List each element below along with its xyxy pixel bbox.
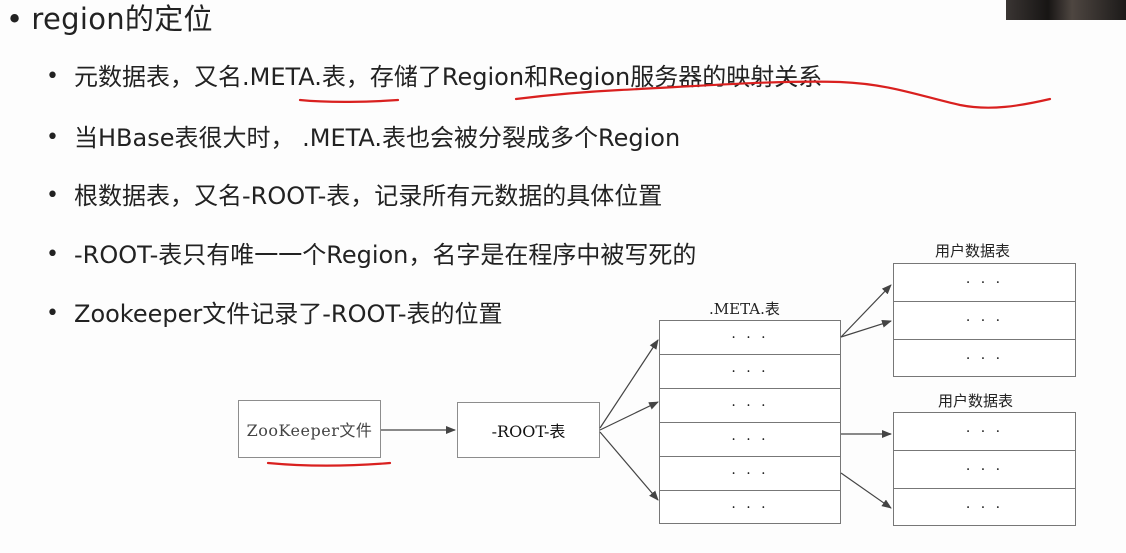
meta-region-cell: · · · <box>660 423 840 457</box>
slide-title: •region的定位 <box>6 0 213 38</box>
arrow-meta-to-user <box>840 284 892 338</box>
root-table-box: -ROOT-表 <box>457 402 600 458</box>
arrow-root-to-meta <box>599 339 659 429</box>
user-table-1: · · · · · · · · · <box>893 263 1076 377</box>
bullet-text: Zookeeper文件记录了-ROOT-表的位置 <box>74 300 503 328</box>
arrow-root-to-meta <box>599 431 659 501</box>
bullet-dot: • <box>46 125 59 150</box>
user-table-1-label: 用户数据表 <box>935 242 1011 260</box>
meta-region-cell: · · · <box>660 355 840 389</box>
meta-region-cell: · · · <box>660 321 840 355</box>
user-table-cell: · · · <box>894 302 1075 340</box>
meta-region-cell: · · · <box>660 457 840 491</box>
user-table-cell: · · · <box>894 264 1075 302</box>
meta-region-cell: · · · <box>731 500 769 516</box>
annotation-underline-mapping <box>514 80 1052 109</box>
user-table-2-label: 用户数据表 <box>938 392 1014 410</box>
arrow-meta-to-user <box>840 472 892 509</box>
bullet-text: -ROOT-表只有唯一一个Region，名字是在程序中被写死的 <box>74 241 697 269</box>
user-table-cell: · · · <box>965 351 1004 367</box>
title-bullet: • <box>6 2 24 36</box>
user-table-cell: · · · <box>894 413 1075 451</box>
arrow-meta-to-user <box>840 319 892 338</box>
user-table-cell: · · · <box>894 451 1075 489</box>
user-table-2: · · · · · · · · · <box>893 412 1076 526</box>
zookeeper-file-box: ZooKeeper文件 <box>238 400 381 458</box>
bullet-text: 当HBase表很大时， .META.表也会被分裂成多个Region <box>74 124 681 152</box>
webcam-thumbnail <box>1006 0 1126 20</box>
meta-region-cell: · · · <box>660 389 840 423</box>
bullet-text: 根数据表，又名-ROOT-表，记录所有元数据的具体位置 <box>74 182 663 210</box>
user-table-cell: · · · <box>965 500 1004 516</box>
annotation-underline-zookeeper <box>266 461 392 467</box>
bullet-dot: • <box>46 301 59 326</box>
annotation-underline-meta <box>298 98 400 103</box>
arrow-root-to-meta <box>599 401 659 431</box>
meta-table: · · · · · · · · · · · · · · · · · · <box>659 320 841 524</box>
title-text: region的定位 <box>31 2 213 36</box>
meta-table-label: .META.表 <box>709 300 780 318</box>
bullet-dot: • <box>46 64 59 89</box>
bullet-dot: • <box>46 242 59 267</box>
bullet-dot: • <box>46 183 59 208</box>
